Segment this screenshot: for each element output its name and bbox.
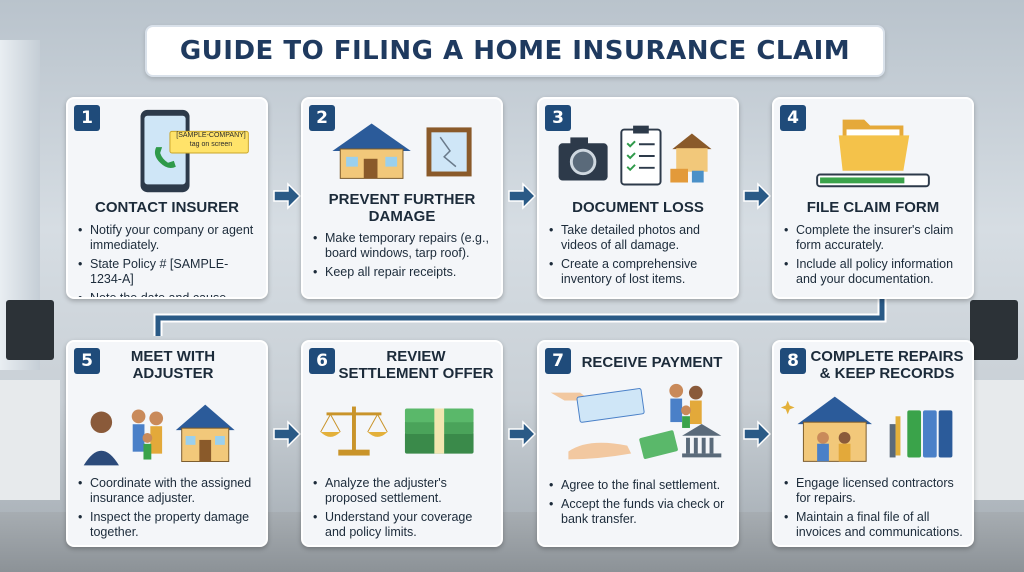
bullet-item: Note the date and cause.	[78, 291, 258, 297]
bullet-item: Complete the insurer's claim form accura…	[784, 223, 964, 253]
bullet-item: Keep all repair receipts.	[313, 265, 493, 280]
bullet-item: Agree to the final settlement.	[549, 478, 729, 493]
step-bullets: Notify your company or agent immediately…	[78, 223, 258, 297]
step-heading: MEET WITH ADJUSTER	[130, 348, 216, 382]
background-desk-right	[964, 380, 1024, 500]
bullet-item: Make temporary repairs (e.g., board wind…	[313, 231, 493, 261]
step-heading: DOCUMENT LOSS	[572, 199, 704, 216]
step-bullets: Analyze the adjuster's proposed settleme…	[313, 476, 493, 544]
camera-checklist-icon	[558, 125, 712, 186]
step-bullets: Agree to the final settlement. Accept th…	[549, 478, 729, 531]
step-heading: CONTACT INSURER	[95, 199, 239, 216]
bullet-item: State Policy # [SAMPLE-1234-A]	[78, 257, 258, 287]
scale-money-icon	[320, 406, 474, 456]
arrow-right-icon	[508, 420, 537, 448]
bullet-item: Notify your company or agent immediately…	[78, 223, 258, 253]
repaired-house-binders-icon	[780, 396, 953, 462]
step-heading: RECEIVE PAYMENT	[581, 354, 723, 371]
step-heading: REVIEW SETTLEMENT OFFER	[338, 348, 494, 382]
bullet-item: Accept the funds via check or bank trans…	[549, 497, 729, 527]
step-number: 4	[780, 105, 806, 131]
background-desk-left	[0, 380, 60, 500]
background-monitor-left	[6, 300, 54, 360]
title-banner: GUIDE TO FILING A HOME INSURANCE CLAIM	[145, 25, 885, 77]
step-bullets: Make temporary repairs (e.g., board wind…	[313, 231, 493, 284]
step-card-2: 2 PREVENT FURTHER DAMAGE Make temporary …	[301, 97, 503, 299]
bullet-item: Include all policy information and your …	[784, 257, 964, 287]
step-number: 1	[74, 105, 100, 131]
step-card-1: 1 [SAMPLE-COMPANY] tag on screen CONTACT…	[66, 97, 268, 299]
arrow-right-icon	[743, 420, 772, 448]
bullet-item: Create a comprehensive inventory of lost…	[549, 257, 729, 287]
step-number: 3	[545, 105, 571, 131]
folder-progress-icon	[816, 119, 930, 188]
adjuster-family-house-icon	[83, 404, 235, 466]
step-heading: COMPLETE REPAIRS & KEEP RECORDS	[810, 348, 964, 382]
bullet-item: Coordinate with the assigned insurance a…	[78, 476, 258, 506]
step-heading: PREVENT FURTHER DAMAGE	[328, 191, 476, 225]
step-card-7: 7 RECEIVE PAYMENT Agree to the final set…	[537, 340, 739, 547]
background-monitor-right	[970, 300, 1018, 360]
arrow-right-icon	[273, 182, 302, 210]
step-number: 7	[545, 348, 571, 374]
step-card-4: 4 FILE CLAIM FORM Complete the insurer's…	[772, 97, 974, 299]
step-number: 2	[309, 105, 335, 131]
step-card-8: 8 COMPLETE REPAIRS & KEEP RECORDS Engage…	[772, 340, 974, 547]
step-number: 6	[309, 348, 335, 374]
page-title: GUIDE TO FILING A HOME INSURANCE CLAIM	[179, 36, 851, 66]
phone-icon	[140, 109, 249, 193]
bullet-item: Understand your coverage and policy limi…	[313, 510, 493, 540]
step-card-6: 6 REVIEW SETTLEMENT OFFER Analyze the ad…	[301, 340, 503, 547]
bullet-item: Engage licensed contractors for repairs.	[784, 476, 964, 506]
screen-tag: [SAMPLE-COMPANY] tag on screen	[176, 132, 246, 148]
step-heading: FILE CLAIM FORM	[806, 199, 940, 216]
step-bullets: Engage licensed contractors for repairs.…	[784, 476, 964, 544]
bullet-item: Inspect the property damage together.	[78, 510, 258, 540]
arrow-right-icon	[743, 182, 772, 210]
step-card-5: 5 MEET WITH ADJUSTER Coordinate with the…	[66, 340, 268, 547]
step-card-3: 3 DOCUMENT LOSS Take detailed photos and…	[537, 97, 739, 299]
check-payment-icon	[550, 383, 722, 460]
step-number: 8	[780, 348, 806, 374]
step-number: 5	[74, 348, 100, 374]
arrow-right-icon	[508, 182, 537, 210]
bullet-item: Maintain a final file of all invoices an…	[784, 510, 964, 540]
arrow-right-icon	[273, 420, 302, 448]
row-connector	[153, 298, 887, 336]
bullet-item: Take detailed photos and videos of all d…	[549, 223, 729, 253]
damaged-house-icon	[332, 123, 472, 179]
step-bullets: Take detailed photos and videos of all d…	[549, 223, 729, 291]
step-bullets: Coordinate with the assigned insurance a…	[78, 476, 258, 544]
step-bullets: Complete the insurer's claim form accura…	[784, 223, 964, 291]
bullet-item: Analyze the adjuster's proposed settleme…	[313, 476, 493, 506]
